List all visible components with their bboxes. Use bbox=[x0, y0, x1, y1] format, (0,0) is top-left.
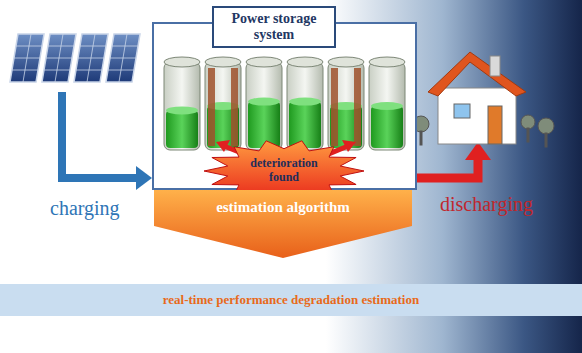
band-text: real-time performance degradation estima… bbox=[163, 292, 419, 308]
algorithm-arrow: estimation algorithm bbox=[154, 190, 412, 258]
discharging-arrow bbox=[412, 158, 478, 178]
house bbox=[428, 52, 526, 144]
solar-panels bbox=[10, 34, 140, 82]
estimation-band: real-time performance degradation estima… bbox=[0, 284, 582, 316]
storage-system-box: Power storage systemdeterioration found bbox=[152, 22, 417, 190]
box-heading: Power storage system bbox=[212, 6, 336, 48]
discharging-label: discharging bbox=[440, 192, 533, 216]
arrow-text: estimation algorithm bbox=[154, 190, 412, 216]
charging-arrow bbox=[62, 92, 138, 178]
trees bbox=[413, 115, 554, 147]
charging-arrowhead bbox=[136, 166, 152, 190]
charging-label: charging bbox=[50, 196, 120, 220]
discharging-arrowhead bbox=[465, 142, 491, 160]
starburst-text: deterioration found bbox=[240, 157, 328, 185]
